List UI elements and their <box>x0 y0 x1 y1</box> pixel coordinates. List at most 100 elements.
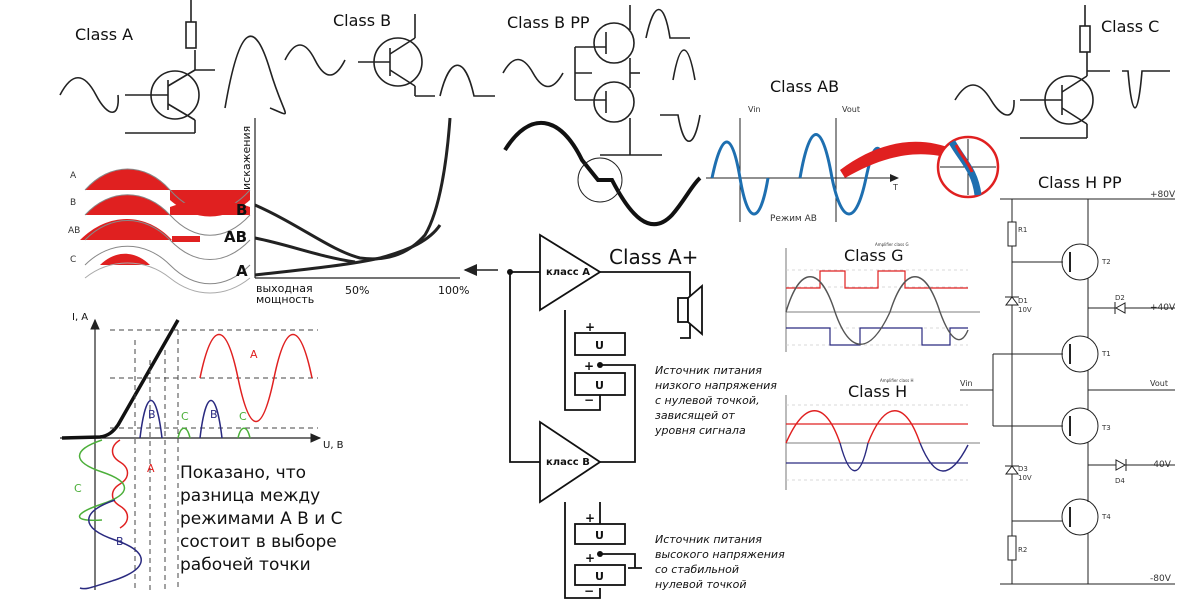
low-plus-1: + <box>585 320 595 334</box>
ab-vin-wave-1 <box>710 140 770 216</box>
class-g-neg-rail <box>786 327 968 346</box>
class-c-output-pulse <box>1122 70 1170 109</box>
crossover-distortion-wave <box>503 121 702 227</box>
class-b-input-wave <box>284 44 346 76</box>
note-low-1: Источник питания <box>655 364 762 377</box>
caption-line-4: состоит в выборе <box>180 532 337 552</box>
transfer-input-b <box>79 499 142 590</box>
class-g-small-title: Amplifier class G <box>875 242 909 247</box>
curve-b <box>254 117 452 261</box>
curve-a-label: A <box>236 262 248 280</box>
class-b-label: Class B <box>333 11 391 30</box>
class-a-plus-label: Class A+ <box>609 245 698 269</box>
class-ab-block: Class AB Vin Vout T Режим AB <box>706 77 1000 224</box>
amp-class-a-label: класс А <box>546 267 590 278</box>
high-u2-label: U <box>595 570 604 583</box>
class-b-output-halfwave <box>439 64 495 97</box>
class-h-block: Class H Amplifier class H <box>785 378 980 490</box>
class-a-plus-block: Class A+ класс А класс В U + U + − U + U <box>507 233 785 599</box>
hpp-v-m80: -80V <box>1150 574 1172 584</box>
note-low-5: уровня сигнала <box>654 424 746 437</box>
transfer-input-a-label: A <box>147 462 155 475</box>
hpp-d4-label: D4 <box>1115 477 1125 485</box>
distortion-tick-50: 50% <box>345 284 369 297</box>
hpp-d2-label: D2 <box>1115 294 1125 302</box>
hpp-r1-label: R1 <box>1018 226 1027 234</box>
caption-line-1: Показано, что <box>180 463 306 483</box>
low-supply-u2 <box>574 372 626 396</box>
transfer-input-c-label: C <box>74 482 82 495</box>
class-b-pp-lower-transistor-icon <box>593 81 635 123</box>
transfer-curve <box>61 319 180 440</box>
class-b-pp-block: Class B PP <box>502 5 702 227</box>
class-b-block: Class B <box>333 11 495 97</box>
class-h-label: Class H <box>848 382 907 401</box>
hpp-t4-label: T4 <box>1101 513 1111 521</box>
transfer-class-c-wave <box>177 427 251 439</box>
ab-t-label: T <box>892 183 898 192</box>
high-plus-2: + <box>585 551 595 565</box>
curve-ab-label: AB <box>224 228 247 246</box>
class-h-signal-pos-1 <box>785 410 841 444</box>
distortion-xlabel-2: мощность <box>256 293 314 306</box>
hpp-r2 <box>1007 535 1017 561</box>
transfer-input-c <box>79 439 125 522</box>
class-h-pp-label: Class H PP <box>1038 173 1122 192</box>
low-supply-u1 <box>574 332 626 356</box>
class-b-pp-label: Class B PP <box>507 13 590 32</box>
note-high-1: Источник питания <box>655 533 762 546</box>
class-h-signal-pos-2 <box>867 410 921 444</box>
conduction-angle-panel: A B AB C <box>68 168 251 294</box>
transfer-class-b-wave <box>139 400 223 439</box>
angle-ab-label: AB <box>68 226 80 236</box>
class-b-pp-upper-transistor-icon <box>593 22 635 64</box>
caption-line-5: рабочей точки <box>180 555 311 575</box>
hpp-r1 <box>1007 221 1017 247</box>
high-supply-u1 <box>574 523 626 545</box>
hpp-t2 <box>1061 243 1099 281</box>
class-g-label: Class G <box>844 246 904 265</box>
class-b-pp-sum-wave <box>672 49 696 81</box>
curve-ab <box>254 236 356 264</box>
hpp-d3-label: D3 <box>1018 465 1028 473</box>
ab-vin-label: Vin <box>748 105 761 114</box>
hpp-t3-label: T3 <box>1101 424 1111 432</box>
distortion-tick-100: 100% <box>438 284 469 297</box>
transfer-input-b-label: B <box>116 535 124 548</box>
ab-vout-wave <box>798 133 882 216</box>
high-supply-u2 <box>574 564 626 586</box>
transfer-x-label: U, B <box>323 440 344 451</box>
hpp-t1 <box>1061 335 1099 373</box>
curve-a <box>254 224 442 277</box>
hpp-d2 <box>1114 302 1126 314</box>
class-ab-label: Class AB <box>770 77 839 96</box>
crossover-zoom-circle <box>577 157 623 203</box>
hpp-t4 <box>1061 498 1099 536</box>
ab-vout-label: Vout <box>842 105 860 114</box>
class-c-input-wave <box>954 84 1015 116</box>
hpp-t1-label: T1 <box>1101 350 1111 358</box>
transfer-c-label-1: C <box>181 410 189 423</box>
high-plus-1: + <box>585 511 595 525</box>
transfer-a-label: A <box>250 348 258 361</box>
angle-b-label: B <box>70 198 76 208</box>
transfer-b-label-1: B <box>148 408 156 421</box>
class-b-pp-upper-halfwave <box>645 8 690 39</box>
class-c-resistor-icon <box>1079 25 1091 53</box>
ab-zoom-arrow <box>840 141 955 178</box>
class-a-label: Class A <box>75 25 133 44</box>
low-u1-label: U <box>595 339 604 352</box>
note-low-4: зависящей от <box>655 409 735 422</box>
high-u1-label: U <box>595 529 604 542</box>
modes-caption: Показано, что разница между режимами A B… <box>180 463 343 575</box>
class-a-block: Class A <box>59 0 346 134</box>
hpp-d1-label: D1 <box>1018 297 1028 305</box>
low-minus: − <box>584 393 594 407</box>
angle-c-label: C <box>70 255 76 265</box>
amp-class-b-label: класс В <box>546 457 590 468</box>
hpp-d4 <box>1115 459 1127 471</box>
hpp-t2-label: T2 <box>1101 258 1111 266</box>
low-plus-2: + <box>584 359 594 373</box>
note-high-2: высокого напряжения <box>655 548 785 561</box>
